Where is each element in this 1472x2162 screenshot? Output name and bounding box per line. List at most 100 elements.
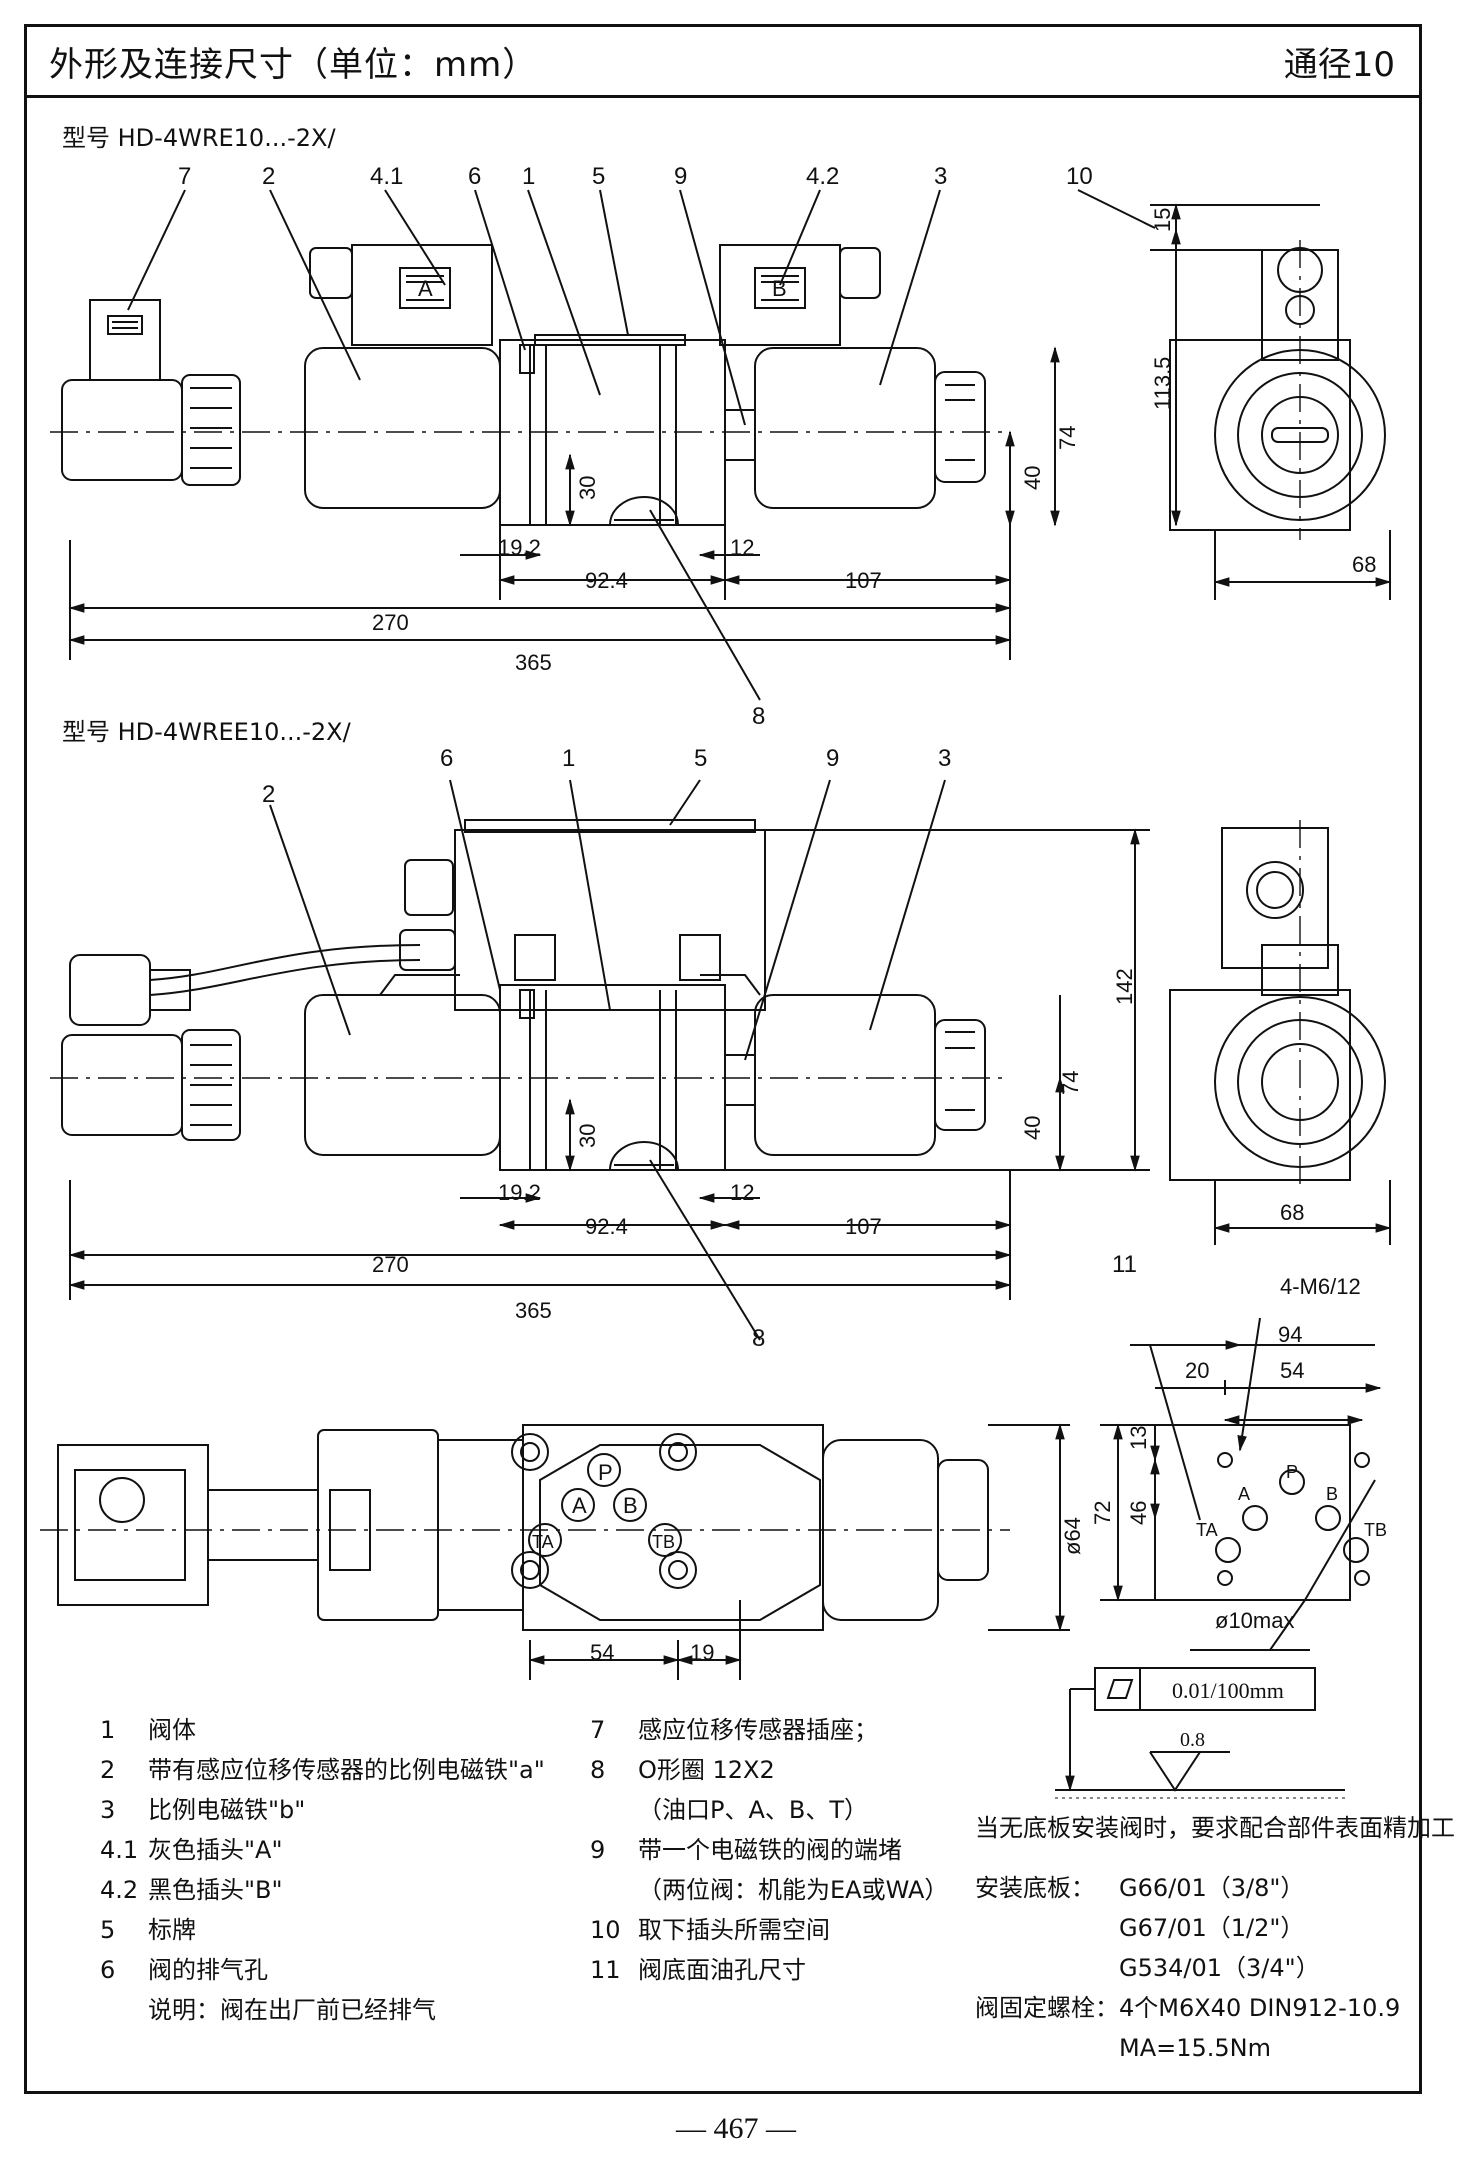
legend-text: 比例电磁铁"b" <box>148 1796 306 1824</box>
port-b: B <box>623 1493 638 1518</box>
dim-30: 30 <box>575 476 600 500</box>
leader2-6: 6 <box>440 745 453 772</box>
legend-text: 灰色插头"A" <box>148 1836 283 1864</box>
dim2-19-2: 19.2 <box>498 1180 541 1205</box>
dim2-68: 68 <box>1280 1200 1304 1225</box>
legend-item: （两位阀：机能为EA或WA） <box>590 1870 948 1910</box>
dim-15: 15 <box>1150 208 1175 232</box>
dim-13: 13 <box>1126 1426 1151 1450</box>
port-ta: TA <box>532 1532 554 1552</box>
dim-54-top: 54 <box>590 1640 614 1665</box>
dim-107: 107 <box>845 568 882 593</box>
legend-num <box>590 1790 638 1830</box>
legend-item: 说明：阀在出厂前已经排气 <box>100 1990 545 2030</box>
bolt-label: 阀固定螺栓： <box>975 1994 1119 2022</box>
legend-item: 3 比例电磁铁"b" <box>100 1790 545 1830</box>
leader-2: 2 <box>262 163 275 190</box>
legend-text: （两位阀：机能为EA或WA） <box>638 1876 949 1904</box>
header-bar: 外形及连接尺寸（单位：mm） 通径10 <box>27 27 1419 98</box>
leader2-1: 1 <box>562 745 575 772</box>
legend-num: 2 <box>100 1756 116 1784</box>
legend-num: 3 <box>100 1796 116 1824</box>
page-title: 外形及连接尺寸（单位：mm） <box>49 45 538 85</box>
pp-port-p: P <box>1286 1462 1298 1482</box>
nominal-size: 通径10 <box>1283 45 1395 85</box>
surface-note: 当无底板安装阀时，要求配合部件表面精加工 <box>975 1814 1455 1842</box>
model-label-2: 型号 HD-4WREE10...-2X/ <box>62 718 351 746</box>
leader2-9: 9 <box>826 745 839 772</box>
dim-94: 94 <box>1278 1322 1302 1347</box>
dim2-142: 142 <box>1112 968 1137 1005</box>
top-view <box>40 1423 1070 1680</box>
plug-b-letter: B <box>772 276 787 301</box>
view2-side-elevation <box>50 779 1392 1341</box>
legend-text: 说明：阀在出厂前已经排气 <box>148 1996 436 2024</box>
dim-54-pp: 54 <box>1280 1358 1304 1383</box>
dim-20: 20 <box>1185 1358 1209 1383</box>
dim-270: 270 <box>372 610 409 635</box>
leader-3: 3 <box>934 163 947 190</box>
surface-finish-symbol <box>1055 1667 1345 1799</box>
view1-side-elevation <box>50 189 1392 701</box>
legend-item: 4.1 灰色插头"A" <box>100 1830 545 1870</box>
dim-72: 72 <box>1090 1501 1115 1525</box>
dim-dia64: ø64 <box>1060 1517 1085 1555</box>
pp-port-a: A <box>1238 1484 1250 1504</box>
dim-40: 40 <box>1020 466 1045 490</box>
torque-value: MA=15.5Nm <box>1119 2034 1272 2062</box>
view2-labels: 6 1 5 9 3 2 8 270 365 92.4 107 19.2 12 6… <box>262 745 1304 1352</box>
dim2-92-4: 92.4 <box>585 1214 628 1239</box>
legend-num: 4.1 <box>100 1836 139 1864</box>
pp-port-tb: TB <box>1364 1520 1387 1540</box>
leader2-3: 3 <box>938 745 951 772</box>
dim2-365: 365 <box>515 1298 552 1323</box>
legend-text: 阀底面油孔尺寸 <box>638 1956 806 1984</box>
legend-text: （油口P、A、B、T） <box>638 1796 869 1824</box>
legend-text: 带一个电磁铁的阀的端堵 <box>638 1836 902 1864</box>
dim-19: 19 <box>690 1640 714 1665</box>
legend-text: O形圈 12X2 <box>638 1756 775 1784</box>
pp-port-ta: TA <box>1196 1520 1218 1540</box>
plate-item: G534/01（3/4"） <box>1119 1954 1320 1982</box>
legend-item: （油口P、A、B、T） <box>590 1790 948 1830</box>
legend-text: 阀体 <box>148 1716 196 1744</box>
view1-labels: 7 2 4.1 6 1 5 9 4.2 3 10 8 A B 270 365 9… <box>178 163 1376 730</box>
plug-a-letter: A <box>418 276 433 301</box>
plate-label: 安装底板： <box>975 1874 1095 1902</box>
dim-113-5: 113.5 <box>1150 357 1175 410</box>
legend-text: 带有感应位移传感器的比例电磁铁"a" <box>148 1756 545 1784</box>
legend-text: 黑色插头"B" <box>148 1876 283 1904</box>
legend-item: 2 带有感应位移传感器的比例电磁铁"a" <box>100 1750 545 1790</box>
drawing-frame: 外形及连接尺寸（单位：mm） 通径10 <box>24 24 1422 2094</box>
legend-num <box>100 1990 148 2030</box>
dim-19-2: 19.2 <box>498 535 541 560</box>
plate-item: G67/01（1/2"） <box>1119 1914 1305 1942</box>
leader-8: 8 <box>752 703 765 730</box>
flatness-value: 0.01/100mm <box>1172 1678 1284 1703</box>
leader2-5: 5 <box>694 745 707 772</box>
dim-92-4: 92.4 <box>585 568 628 593</box>
leader-5: 5 <box>592 163 605 190</box>
dim-74: 74 <box>1055 426 1080 450</box>
legend-num: 7 <box>590 1716 606 1744</box>
leader-1: 1 <box>522 163 535 190</box>
port-pattern-view <box>1100 1317 1382 1651</box>
roughness-value: 0.8 <box>1180 1729 1205 1751</box>
dim-46: 46 <box>1126 1501 1151 1525</box>
legend-item: 8 O形圈 12X2 <box>590 1750 948 1790</box>
leader2-8: 8 <box>752 1325 765 1352</box>
dim2-40: 40 <box>1020 1116 1045 1140</box>
legend-text: 取下插头所需空间 <box>638 1916 830 1944</box>
legend-text: 阀的排气孔 <box>148 1956 268 1984</box>
mounting-plate-info: 安装底板：G66/01（3/8"） G67/01（1/2"） G534/01（3… <box>975 1868 1400 2068</box>
dim2-107: 107 <box>845 1214 882 1239</box>
legend-num: 8 <box>590 1756 606 1784</box>
port-p: P <box>598 1460 613 1485</box>
